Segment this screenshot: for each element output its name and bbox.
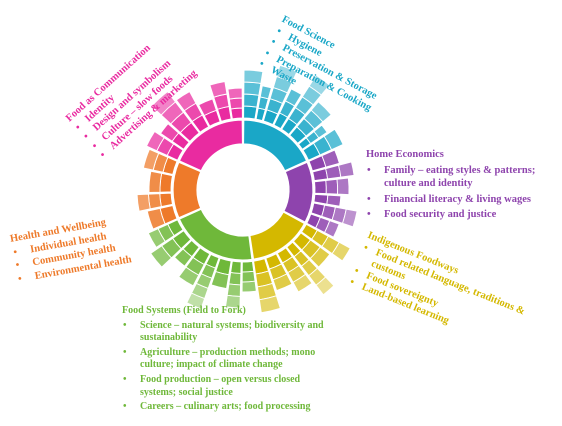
ring-inner-arc: [178, 208, 253, 261]
list-item: •Food security and justice: [367, 209, 497, 220]
ring-outer-cell: [323, 128, 344, 151]
ring-outer-cell: [315, 276, 335, 296]
bullet-icon: •: [12, 246, 19, 258]
ring-outer-cell: [210, 270, 230, 290]
ring-outer-cell: [336, 177, 350, 196]
ring-outer-cell: [186, 292, 206, 310]
ring-outer-cell: [313, 193, 329, 205]
bullet-icon: •: [123, 373, 127, 385]
ring-outer-cell: [175, 90, 197, 112]
ring-outer-cell: [159, 123, 180, 142]
bullet-icon: •: [123, 401, 127, 413]
food-systems-title: Food Systems (Field to Fork): [122, 305, 246, 316]
ring-outer-cell: [342, 208, 358, 228]
ring-outer-cell: [337, 161, 355, 178]
ring-outer-cell: [148, 170, 163, 193]
food-systems-block: Food Systems (Field to Fork) •Science – …: [122, 305, 337, 414]
ring-inner-arc: [249, 211, 306, 260]
ring-outer-cell: [230, 260, 242, 274]
ring-outer-cell: [146, 207, 166, 230]
ring-outer-cell: [209, 80, 228, 98]
ring-outer-cell: [243, 69, 264, 84]
ring-outer-cell: [147, 193, 162, 210]
home-economics-block: Home Economics •Family – eating styles &…: [366, 148, 556, 222]
bullet-icon: •: [123, 346, 127, 358]
ring-outer-cell: [159, 172, 173, 193]
ring-outer-cell: [259, 85, 272, 100]
ring-outer-cell: [150, 245, 173, 268]
ring-outer-cell: [276, 64, 298, 83]
ring-outer-cell: [228, 272, 242, 286]
ring-outer-cell: [243, 81, 262, 96]
indigenous-segment: [249, 211, 351, 314]
bullet-icon: •: [367, 209, 371, 220]
ring-outer-cell: [150, 90, 177, 116]
ring-outer-cell: [308, 74, 331, 96]
ring-outer-cell: [321, 149, 340, 168]
ring-outer-cell: [225, 294, 241, 309]
food-science-segment: [242, 64, 344, 172]
bullet-icon: •: [367, 164, 371, 176]
ring-outer-cell: [326, 194, 342, 207]
list-item: •Food production – open versus closed sy…: [123, 373, 301, 398]
ring-outer-cell: [230, 107, 243, 120]
home-economics-list: •Family – eating styles & patterns; cult…: [366, 164, 556, 222]
ring-outer-cell: [136, 193, 151, 212]
ring-outer-cell: [309, 246, 331, 268]
ring-outer-cell: [145, 130, 165, 152]
bullet-icon: •: [123, 319, 127, 331]
ring-outer-cell: [173, 248, 193, 267]
food-systems-list: •Science – natural systems; biodiversity…: [122, 320, 337, 414]
list-item: •Science – natural systems; biodiversity…: [123, 319, 324, 344]
bullet-icon: •: [14, 259, 21, 272]
ring-outer-cell: [228, 97, 243, 110]
ring-outer-cell: [323, 220, 340, 238]
ring-outer-cell: [241, 270, 256, 283]
ring-outer-cell: [227, 87, 243, 100]
ring-outer-cell: [325, 178, 339, 195]
ring-outer-cell: [241, 280, 257, 293]
ring-outer-cell: [325, 164, 342, 180]
ring-outer-cell: [331, 241, 351, 262]
ring-outer-cell: [272, 273, 293, 292]
food-systems-segment: [147, 208, 257, 310]
home-economics-title: Home Economics: [366, 149, 444, 160]
list-item: •Financial literacy & living wages: [367, 193, 531, 205]
ring-outer-cell: [142, 148, 160, 171]
bullet-icon: •: [17, 273, 23, 285]
health-segment: [136, 148, 202, 230]
ring-outer-cell: [313, 124, 328, 139]
ring-outer-cell: [292, 273, 313, 293]
ring-outer-cell: [284, 88, 303, 107]
ring-outer-cell: [310, 101, 332, 123]
list-item: •Careers – culinary arts; food processin…: [123, 401, 311, 413]
list-item: •Family – eating styles & patterns; cult…: [367, 164, 536, 190]
sunburst-chart: [136, 64, 358, 314]
ring-outer-cell: [314, 180, 327, 195]
bullet-icon: •: [367, 193, 371, 205]
ring-outer-cell: [243, 105, 258, 120]
ring-outer-cell: [258, 295, 281, 314]
ring-inner-arc: [283, 161, 314, 224]
ring-outer-cell: [198, 98, 217, 117]
ring-outer-cell: [241, 260, 255, 273]
ring-inner-arc: [172, 161, 202, 219]
ring-inner-arc: [242, 119, 308, 172]
ring-outer-cell: [178, 266, 200, 287]
ring-outer-cell: [159, 192, 173, 208]
home-economics-segment: [283, 149, 358, 238]
communication-segment: [145, 80, 244, 172]
list-item: •Agriculture – production methods; mono …: [123, 346, 316, 371]
ring-inner-arc: [178, 119, 244, 172]
ring-outer-cell: [226, 283, 241, 297]
ring-outer-cell: [243, 93, 260, 108]
ring-outer-cell: [147, 228, 166, 249]
